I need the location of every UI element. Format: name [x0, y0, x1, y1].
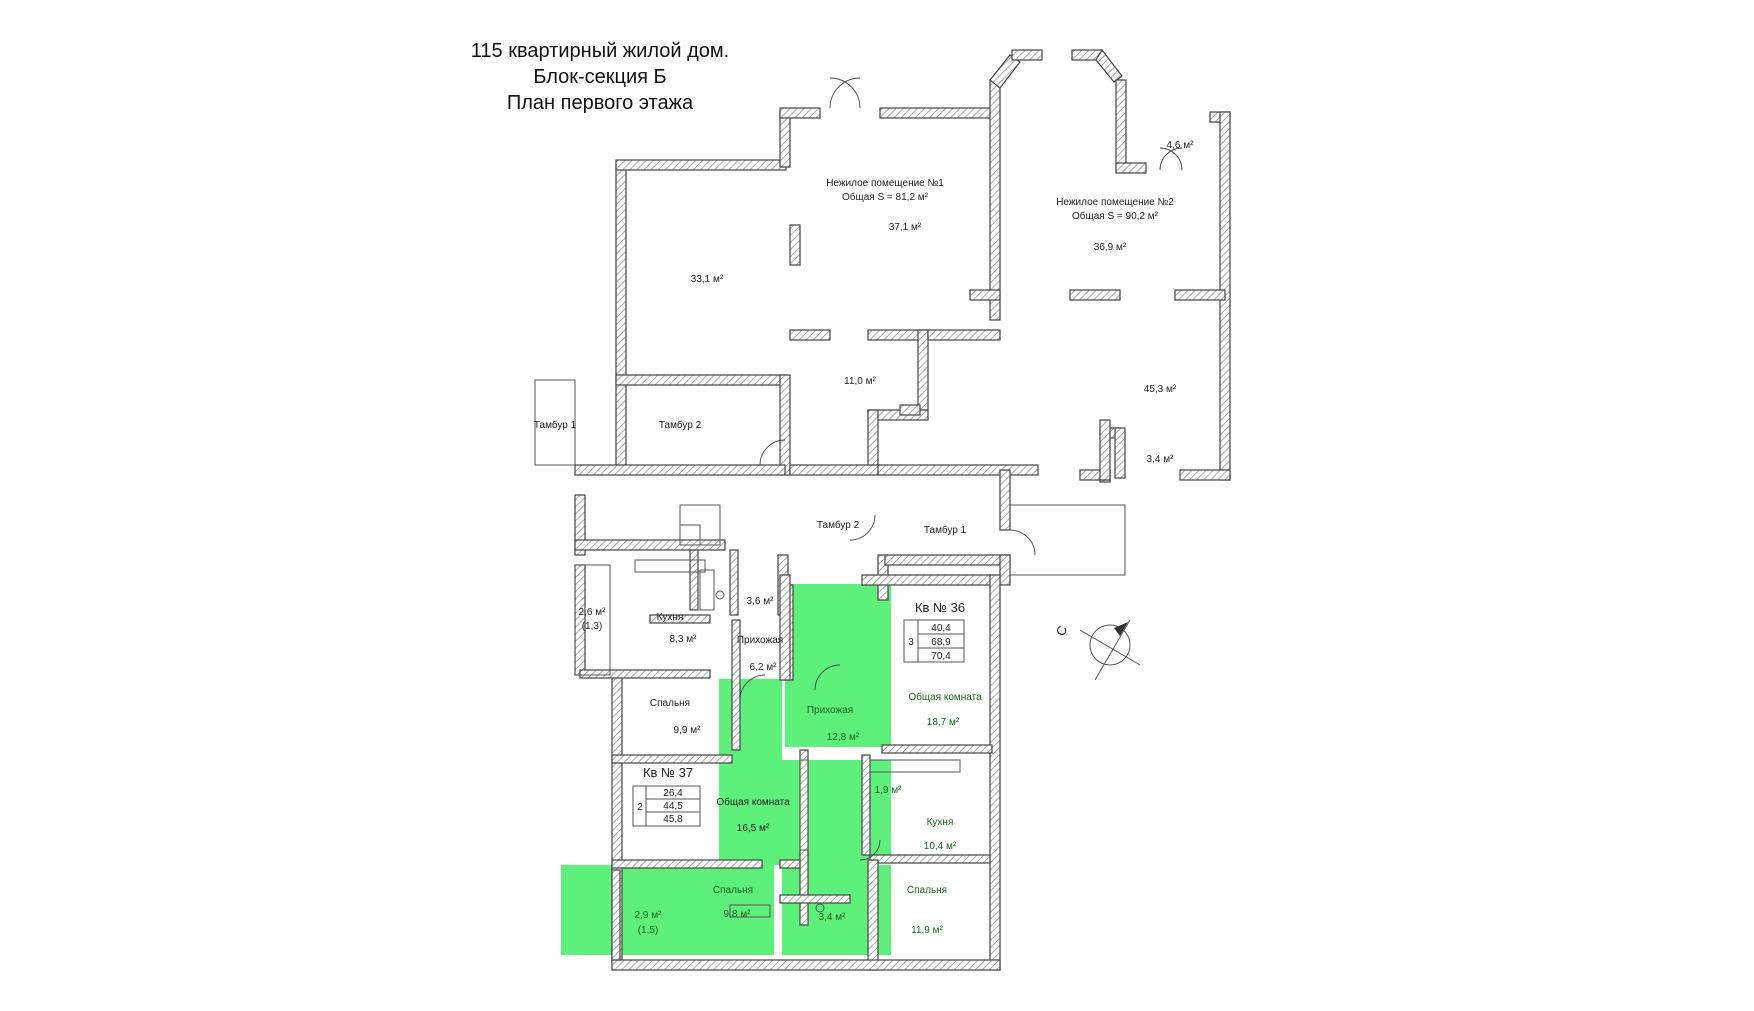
nz1-area-c: 11,0 м² [844, 376, 876, 387]
apt36-hall-fill [719, 679, 782, 801]
apt37-bath-area: 3,6 м² [747, 596, 775, 607]
title-line-1: 115 квартирный жилой дом. [470, 40, 730, 62]
apt37-rooms-count: 2 [637, 802, 643, 813]
apt36-corridor-fill [719, 801, 869, 865]
apt37-kitchen-area: 8,3 м² [670, 634, 698, 645]
apt37-balcony-area: 2,6 м² [579, 607, 607, 618]
apt36-bedroom2-label: Спальня [907, 885, 947, 896]
nz1-name: Нежилое помещение №1 [826, 178, 944, 189]
apt37-area-full: 45,8 [663, 814, 683, 825]
nz1-area-b: 33,1 м² [691, 274, 724, 285]
apt37-bedroom-label: Спальня [650, 698, 690, 709]
nz2-area-c: 4,6 м² [1167, 140, 1195, 151]
stair-36 [799, 759, 809, 851]
apt36-bedroom1-label: Спальня [713, 885, 753, 896]
compass-north-label: С [1053, 624, 1070, 638]
toilet-36 [815, 903, 825, 913]
walls [574, 48, 1231, 971]
apt36-living-area: 18,7 м² [927, 717, 960, 728]
bathtub-37 [699, 569, 715, 611]
tambur1-left-label: Тамбур 1 [534, 419, 577, 431]
nz1-total: Общая S = 81,2 м² [842, 191, 929, 203]
apt36-info-box [903, 619, 965, 663]
nz1-area-a: 37,1 м² [889, 222, 922, 233]
toilet-37 [715, 590, 725, 600]
bathtub-36 [729, 904, 771, 918]
title-line-2: Блок-секция Б [533, 66, 667, 88]
tambur1-left-box [534, 379, 576, 466]
apt36-balcony-coef: (1,5) [638, 925, 659, 936]
apt36-hall-area: 12,8 м² [827, 732, 860, 743]
apt36-kitchen-area: 10,4 м² [924, 841, 957, 852]
apt37-living-area: 16,5 м² [737, 823, 770, 834]
nz2-total: Общая S = 90,2 м² [1072, 210, 1159, 222]
apt36-bedroom1-area: 9,8 м² [724, 909, 752, 920]
kitchen-counter-37 [634, 559, 706, 573]
apt36-area-full: 70,4 [931, 651, 951, 662]
apt36-area-living: 40,4 [931, 623, 951, 634]
apt37-balcony-coef: (1,3) [582, 621, 603, 632]
nz2-area-a: 36,9 м² [1094, 242, 1127, 253]
apt36-title: Кв № 36 [915, 600, 965, 615]
entrance-porch-right [1010, 504, 1126, 576]
apt36-living-label: Общая комната [908, 691, 982, 703]
plan-title: 115 квартирный жилой дом. Блок-секция Б … [440, 38, 760, 116]
balcony-37 [574, 564, 611, 676]
compass [1079, 619, 1141, 681]
apt37-hall-label: Прихожая [737, 635, 783, 646]
tambur2-mid-label: Тамбур 2 [817, 519, 860, 531]
apt37-kitchen-label: Кухня [657, 612, 684, 623]
apt36-bath-fill [719, 865, 774, 955]
kitchen-counter-36 [869, 759, 961, 773]
apt36-wc-area: 1,9 м² [875, 785, 903, 796]
apt36-hall-label: Прихожая [807, 705, 853, 716]
title-line-3: План первого этажа [506, 92, 694, 114]
apt37-hall-area: 6,2 м² [750, 662, 778, 673]
apt37-living-label: Общая комната [716, 796, 790, 808]
nz2-area-b: 45,3 м² [1144, 384, 1177, 395]
labels: Нежилое помещение №1 Общая S = 81,2 м² 3… [534, 140, 1194, 936]
tambur1-right-label: Тамбур 1 [924, 524, 967, 536]
apt36-kitchen-label: Кухня [927, 817, 954, 828]
apt36-bath-area: 3,4 м² [819, 912, 847, 923]
apt37-info-box [632, 785, 701, 827]
apt36-rooms-count: 3 [908, 637, 914, 648]
thin-lines [534, 77, 1183, 918]
apt37-bedroom-area: 9,9 м² [674, 725, 702, 736]
nz2-name: Нежилое помещение №2 [1056, 197, 1174, 208]
nz2-area-d: 3,4 м² [1147, 454, 1175, 465]
apt37-area-total: 44,5 [663, 801, 683, 812]
apt36-area-total: 68,9 [931, 637, 951, 648]
apt37-area-living: 26,4 [663, 788, 683, 799]
tambur2-left-label: Тамбур 2 [659, 419, 702, 431]
apt36-balcony-area: 2,9 м² [635, 910, 663, 921]
apt37-title: Кв № 37 [643, 765, 693, 780]
apt36-bedroom2-area: 11,9 м² [911, 925, 943, 936]
